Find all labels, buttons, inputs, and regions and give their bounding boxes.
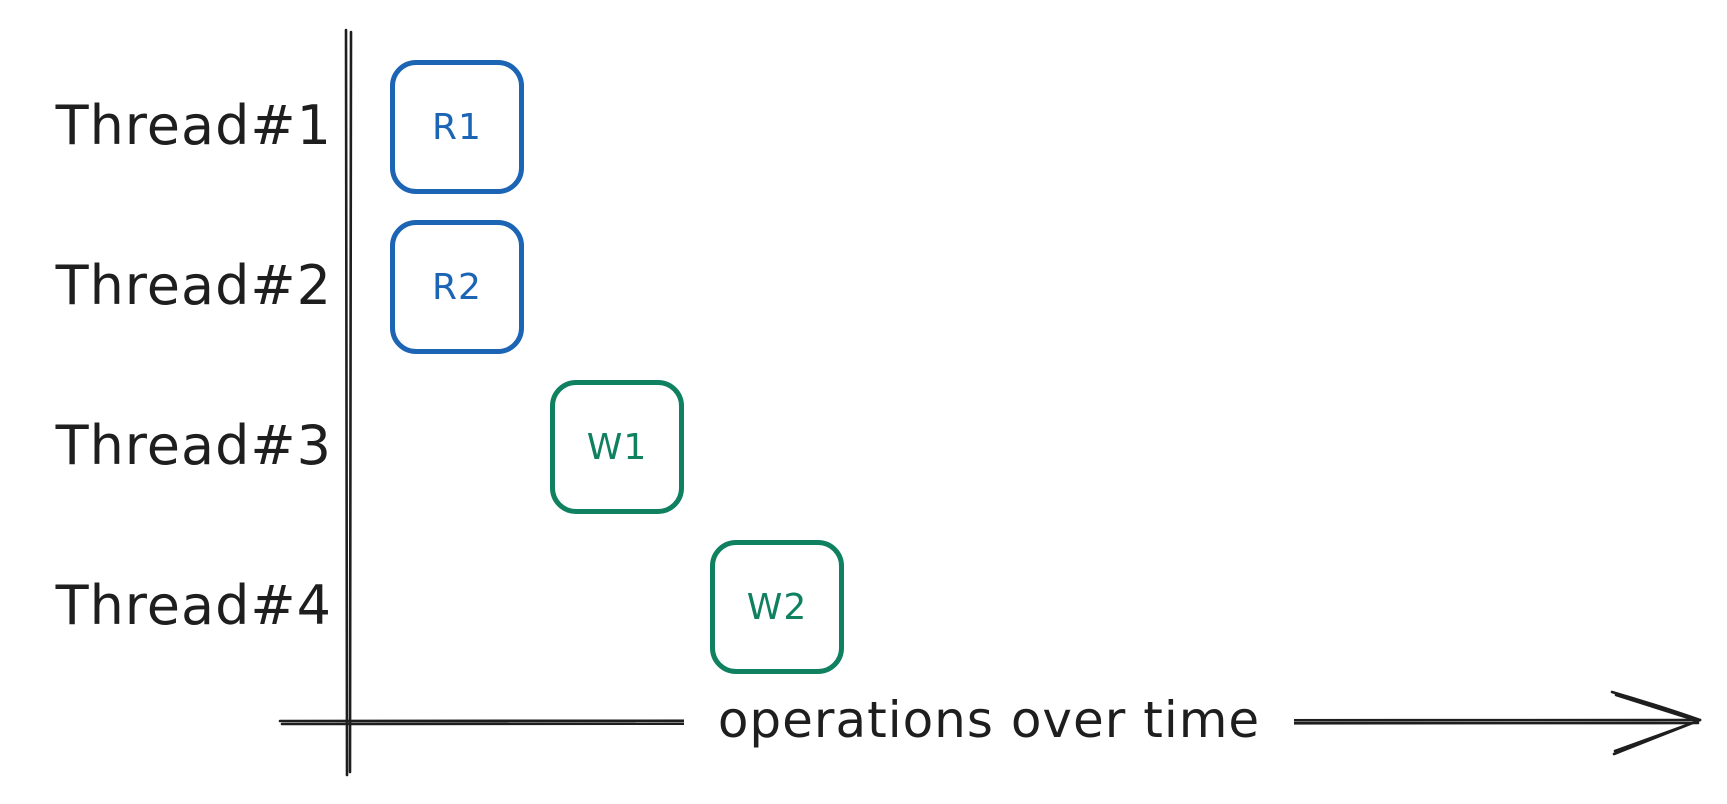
operation-label-w2: W2 — [746, 586, 808, 628]
thread-label-1: Thread#1 — [55, 94, 332, 157]
operation-box-w1: W1 — [550, 380, 684, 514]
operation-box-r2: R2 — [390, 220, 524, 354]
vertical-axis — [344, 28, 353, 777]
thread-label-2: Thread#2 — [55, 254, 332, 317]
operation-label-w1: W1 — [586, 426, 648, 468]
thread-label-4: Thread#4 — [55, 574, 332, 637]
operation-box-w2: W2 — [710, 540, 844, 674]
x-axis-label: operations over time — [684, 690, 1294, 750]
operation-label-r1: R1 — [432, 106, 482, 148]
thread-label-3: Thread#3 — [55, 414, 332, 477]
operation-box-r1: R1 — [390, 60, 524, 194]
axis-arrowhead — [1610, 690, 1702, 756]
operation-label-r2: R2 — [432, 266, 482, 308]
